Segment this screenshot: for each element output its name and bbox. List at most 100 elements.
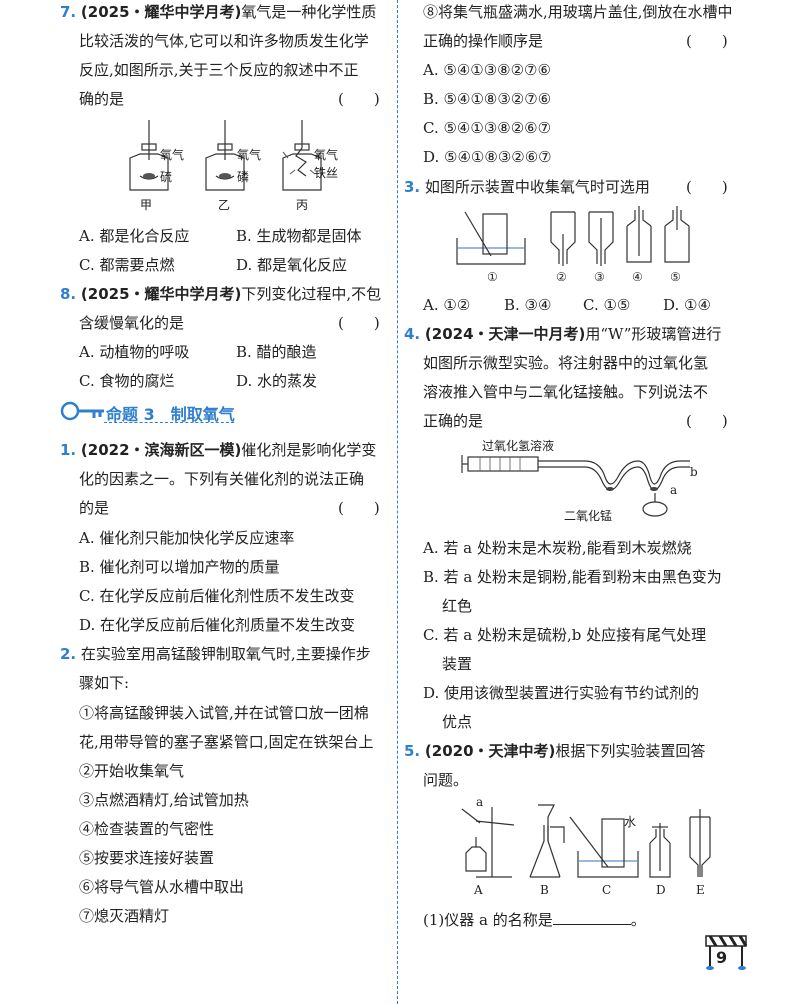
page-badge-icon bbox=[705, 935, 748, 970]
answer-paren: ( ) bbox=[338, 499, 380, 517]
option-continued: 红色 bbox=[442, 597, 473, 615]
w-tube-drawing bbox=[461, 455, 690, 517]
sub-question-1: (1)仪器 a 的名称是 。 bbox=[423, 908, 646, 930]
figure-label: 硫 bbox=[160, 170, 173, 184]
question-text: 骤如下: bbox=[79, 674, 130, 692]
option: C. 在化学反应前后催化剂性质不发生改变 bbox=[79, 587, 355, 605]
question-text: 确的是 bbox=[79, 90, 125, 108]
figure-label: b bbox=[690, 465, 698, 479]
figure-caption: 丙 bbox=[296, 198, 309, 212]
option: C. ⑤④①③⑧②⑥⑦ bbox=[423, 119, 552, 137]
question-text: 正确的是 bbox=[423, 412, 484, 430]
answer-paren: ( ) bbox=[338, 314, 380, 332]
question-text: 如图所示微型实验。将注射器中的过氧化氢 bbox=[423, 354, 709, 372]
figure-label: 氧气 bbox=[314, 148, 339, 162]
figure-label: ④ bbox=[632, 270, 643, 284]
figure-caption: E bbox=[696, 883, 705, 897]
step: ⑥将导气管从水槽中取出 bbox=[79, 878, 245, 896]
option: D. 都是氧化反应 bbox=[236, 256, 348, 274]
answer-blank[interactable] bbox=[552, 908, 631, 925]
option: C. ①⑤ bbox=[583, 296, 631, 314]
option: D. 使用该微型装置进行实验有节约试剂的 bbox=[423, 684, 700, 702]
question-source: (2024・天津一中月考) bbox=[424, 325, 586, 343]
question-number: 5. bbox=[404, 742, 421, 760]
step: 花,用带导管的塞子塞紧管口,固定在铁架台上 bbox=[79, 733, 374, 751]
question-text: 如图所示装置中收集氧气时可选用 bbox=[424, 178, 650, 196]
option: A. 催化剂只能加快化学反应速率 bbox=[79, 529, 295, 547]
figure-caption: A bbox=[474, 883, 483, 897]
topic-title: 命题 3 制取氧气 bbox=[106, 405, 235, 424]
option: D. 水的蒸发 bbox=[236, 372, 318, 390]
figure-caption: C bbox=[602, 883, 612, 897]
question-text: 在实验室用高锰酸钾制取氧气时,主要操作步 bbox=[80, 645, 371, 663]
combustion-figure: 氧气 硫 氧气 磷 氧气 铁丝 甲 乙 丙 bbox=[120, 118, 340, 214]
option: A. ⑤④①③⑧②⑦⑥ bbox=[423, 61, 551, 79]
option: A. 动植物的呼吸 bbox=[79, 343, 190, 361]
page-number: 9 bbox=[716, 948, 728, 967]
question-number: 1. bbox=[60, 441, 77, 459]
step: ④检查装置的气密性 bbox=[79, 820, 215, 838]
option: D. ⑤④①⑧③②⑥⑦ bbox=[423, 148, 552, 166]
answer-paren: ( ) bbox=[686, 32, 728, 50]
column-divider bbox=[397, 0, 398, 1004]
question-text: 比较活泼的气体,它可以和许多物质发生化学 bbox=[79, 32, 369, 50]
question-text: 根据下列实验装置回答 bbox=[555, 742, 706, 760]
option: B. 若 a 处粉末是铜粉,能看到粉末由黑色变为 bbox=[423, 568, 722, 586]
question-text: 问题。 bbox=[423, 771, 469, 789]
figure-label: 氧气 bbox=[160, 148, 185, 162]
answer-paren: ( ) bbox=[686, 412, 728, 430]
option-continued: 优点 bbox=[442, 713, 473, 731]
question-text: 溶液推入管中与二氧化锰接触。下列说法不 bbox=[423, 383, 709, 401]
option: C. 若 a 处粉末是硫粉,b 处应接有尾气处理 bbox=[423, 626, 707, 644]
figure-label: 过氧化氢溶液 bbox=[482, 439, 555, 453]
option: A. 若 a 处粉末是木炭粉,能看到木炭燃烧 bbox=[423, 539, 692, 557]
figure-label: 二氧化锰 bbox=[564, 509, 613, 523]
figure-label: 铁丝 bbox=[314, 166, 339, 180]
figure-caption: 甲 bbox=[140, 198, 153, 212]
figure-label: 磷 bbox=[237, 170, 250, 184]
option: A. 都是化合反应 bbox=[79, 227, 190, 245]
gas-collection-figure: ① ② ③ ④ ⑤ bbox=[455, 204, 695, 286]
question-source: (2025・耀华中学月考) bbox=[80, 285, 242, 303]
step: ②开始收集氧气 bbox=[79, 762, 185, 780]
step: ⑦熄灭酒精灯 bbox=[79, 907, 170, 925]
figure-caption: 乙 bbox=[218, 198, 231, 212]
lab-apparatus-figure: a 水 A B C D E bbox=[452, 795, 722, 897]
question-text: 氧气是一种化学性质 bbox=[241, 3, 377, 21]
option: C. 食物的腐烂 bbox=[79, 372, 175, 390]
question-number: 2. bbox=[60, 645, 77, 663]
figure-label: ③ bbox=[594, 270, 605, 284]
option: C. 都需要点燃 bbox=[79, 256, 175, 274]
figure-caption: B bbox=[540, 883, 549, 897]
figure-label: 水 bbox=[624, 815, 637, 829]
heading-underline bbox=[104, 422, 234, 423]
question-number: 3. bbox=[404, 178, 421, 196]
question-text: 反应,如图所示,关于三个反应的叙述中不正 bbox=[79, 61, 359, 79]
question-source: (2022・滨海新区一模) bbox=[80, 441, 242, 459]
sub-question-text: (1)仪器 a 的名称是 bbox=[423, 911, 553, 929]
option: B. ③④ bbox=[504, 296, 552, 314]
question-text: 用“W”形玻璃管进行 bbox=[585, 325, 722, 343]
question-text: 下列变化过程中,不包 bbox=[241, 285, 382, 303]
figure-label: ② bbox=[556, 270, 567, 284]
figure-label: ① bbox=[487, 270, 498, 284]
option: B. ⑤④①⑧③②⑦⑥ bbox=[423, 90, 552, 108]
w-tube-figure: 过氧化氢溶液 b a 二氧化锰 bbox=[460, 437, 700, 529]
question-text: 正确的操作顺序是 bbox=[423, 32, 544, 50]
step: ⑧将集气瓶盛满水,用玻璃片盖住,倒放在水槽中 bbox=[423, 3, 733, 21]
option: A. ①② bbox=[423, 296, 471, 314]
figure-label: a bbox=[670, 483, 678, 497]
sub-question-end: 。 bbox=[630, 911, 646, 929]
option: B. 醋的酿造 bbox=[236, 343, 317, 361]
question-text: 催化剂是影响化学变 bbox=[241, 441, 377, 459]
option: D. 在化学反应前后催化剂质量不发生改变 bbox=[79, 616, 356, 634]
lab-apparatus-drawing bbox=[461, 804, 711, 878]
step: ③点燃酒精灯,给试管加热 bbox=[79, 791, 249, 809]
answer-paren: ( ) bbox=[338, 90, 380, 108]
option-continued: 装置 bbox=[442, 655, 473, 673]
figure-caption: D bbox=[656, 883, 666, 897]
question-source: (2025・耀华中学月考) bbox=[80, 3, 242, 21]
question-text: 的是 bbox=[79, 499, 110, 517]
option: B. 生成物都是固体 bbox=[236, 227, 362, 245]
figure-label: 氧气 bbox=[237, 148, 262, 162]
